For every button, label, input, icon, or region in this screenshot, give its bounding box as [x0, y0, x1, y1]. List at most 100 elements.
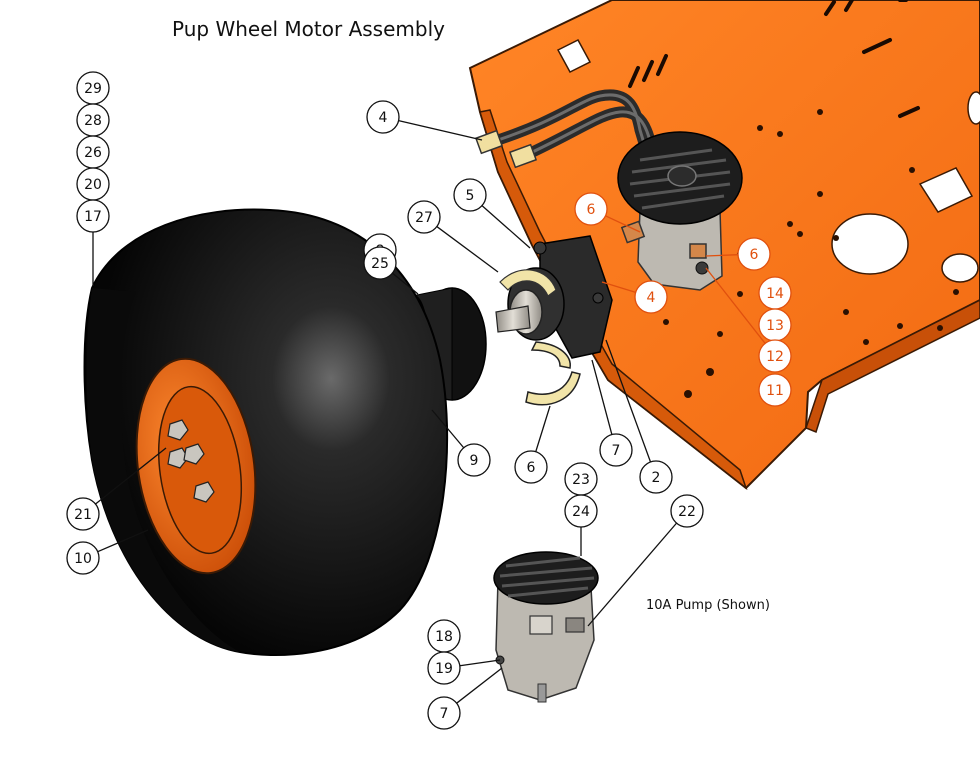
callout-4: 4 [366, 100, 400, 134]
callout-circle [453, 178, 487, 212]
callout-label: 19 [435, 661, 453, 677]
callout-29: 29 [76, 71, 110, 105]
callout-label: 17 [84, 209, 102, 225]
callout-label: 7 [440, 706, 449, 722]
callout-7: 7 [599, 433, 633, 467]
leader-line [705, 254, 739, 257]
leader-line [95, 447, 167, 505]
callout-10: 10 [66, 541, 100, 575]
leader-line [459, 659, 501, 667]
leader-line [398, 119, 483, 141]
callout-6: 6 [514, 450, 548, 484]
callout-circle [66, 497, 100, 531]
callout-label: 28 [84, 113, 102, 129]
callout-label: 7 [612, 443, 621, 459]
callout-circle [758, 339, 792, 373]
callout-label: 24 [572, 504, 590, 520]
callout-circle [634, 280, 668, 314]
callout-label: 26 [84, 145, 102, 161]
callout-7: 7 [427, 696, 461, 730]
leader-line [591, 359, 613, 435]
callout-5: 5 [453, 178, 487, 212]
callout-9: 9 [457, 443, 491, 477]
callout-6: 6 [737, 237, 771, 271]
pump-note: 10A Pump (Shown) [646, 598, 770, 613]
lower-pump [493, 551, 599, 703]
callout-label: 9 [470, 453, 479, 469]
callout-label: 12 [766, 349, 784, 365]
callout-label: 6 [587, 202, 596, 218]
callout-circle [737, 237, 771, 271]
leader-line [587, 522, 678, 627]
leader-line [97, 529, 149, 553]
callout-circle [76, 199, 110, 233]
callout-circle [427, 696, 461, 730]
leader-line [535, 405, 551, 452]
callout-12: 12 [758, 339, 792, 373]
brake-shoes [525, 341, 581, 406]
callout-circle [407, 200, 441, 234]
callout-11: 11 [758, 373, 792, 407]
page-title: Pup Wheel Motor Assembly [172, 17, 445, 41]
leader-lines [92, 119, 766, 704]
callout-circle [574, 192, 608, 226]
leader-line [391, 272, 419, 295]
callout-circle [599, 433, 633, 467]
callout-24: 24 [564, 494, 598, 528]
callout-label: 18 [435, 629, 453, 645]
callout-label: 14 [766, 286, 784, 302]
callout-label: 29 [84, 81, 102, 97]
callout-circle [670, 494, 704, 528]
callout-28: 28 [76, 103, 110, 137]
callout-circle [366, 100, 400, 134]
callout-26: 26 [76, 135, 110, 169]
callout-label: 23 [572, 472, 590, 488]
callout-19: 19 [427, 651, 461, 685]
callout-13: 13 [758, 308, 792, 342]
leader-line [481, 205, 531, 249]
callout-circle [66, 541, 100, 575]
callout-23: 23 [564, 462, 598, 496]
callout-circle [564, 494, 598, 528]
callout-label: 6 [750, 247, 759, 263]
callout-label: 2 [652, 470, 661, 486]
callout-18: 18 [427, 619, 461, 653]
callout-4: 4 [634, 280, 668, 314]
callout-6: 6 [574, 192, 608, 226]
callout-label: 11 [766, 383, 784, 399]
callout-circle [363, 246, 397, 280]
wheel-motor [495, 235, 613, 359]
leader-line [436, 226, 499, 273]
callout-label: 22 [678, 504, 696, 520]
callout-label: 4 [647, 290, 656, 306]
leader-line [605, 339, 652, 463]
callout-label: 25 [371, 256, 389, 272]
leader-line [601, 281, 636, 293]
callout-circle [639, 460, 673, 494]
callout-label: 4 [379, 110, 388, 126]
callout-21: 21 [66, 497, 100, 531]
callout-layer: 2928262017452782566414131211972623242221… [66, 71, 792, 730]
callout-14: 14 [758, 276, 792, 310]
callout-label: 6 [527, 460, 536, 476]
hydraulic-hoses [474, 89, 658, 169]
callout-label: 13 [766, 318, 784, 334]
callout-label: 27 [415, 210, 433, 226]
callout-17: 17 [76, 199, 110, 233]
callout-circle [427, 651, 461, 685]
callout-circle [514, 450, 548, 484]
leader-line [605, 215, 641, 233]
callout-label: 20 [84, 177, 102, 193]
callout-25: 25 [363, 246, 397, 280]
callout-label: 10 [74, 551, 92, 567]
leader-line [456, 667, 503, 704]
callout-label: 21 [74, 507, 92, 523]
upper-pump [617, 131, 743, 291]
leader-line [705, 267, 766, 344]
callout-circle [758, 373, 792, 407]
tire-and-rim [83, 208, 449, 657]
leader-line [431, 409, 465, 449]
callout-27: 27 [407, 200, 441, 234]
